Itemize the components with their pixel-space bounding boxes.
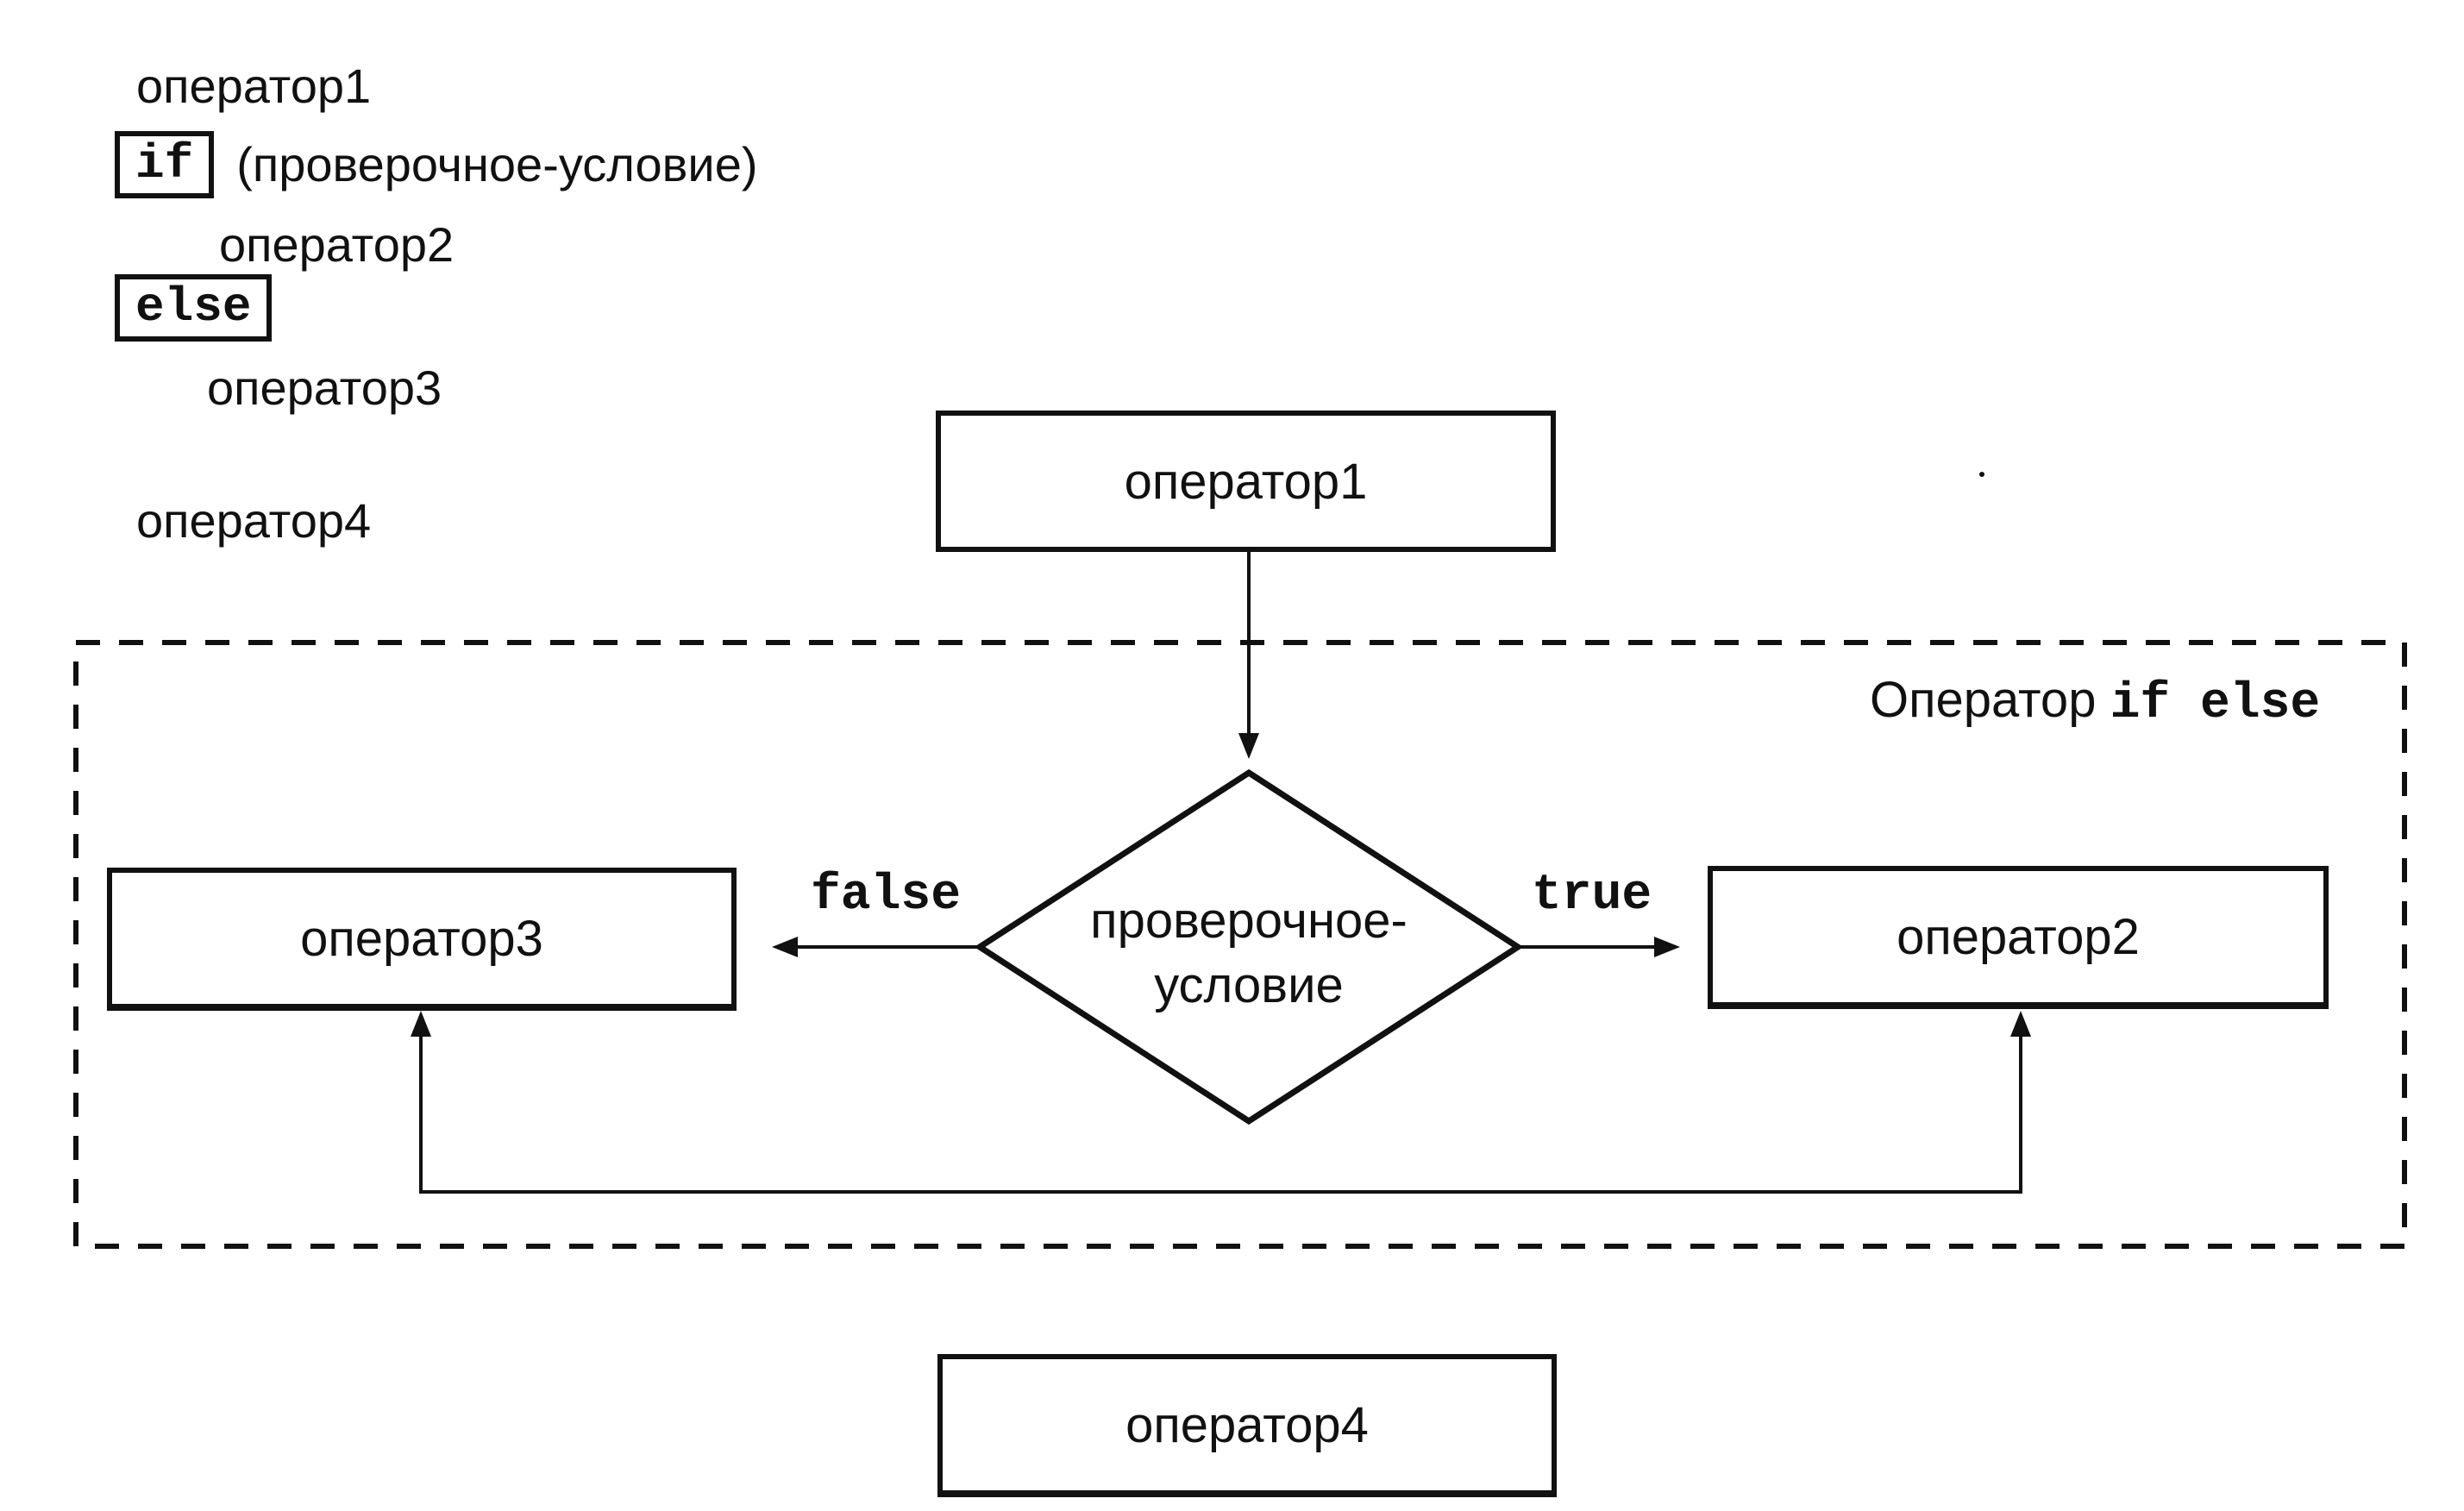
connector-bottom-loop [419,1026,2022,1194]
arrowhead-to-left-box [411,1011,431,1037]
arrowhead-into-decision [1238,733,1259,759]
decision-label: проверочное- условие [1035,888,1463,1019]
code-statement-2: оператор2 [219,217,455,272]
if-else-region-border [73,640,2407,1249]
arrowhead-to-right-box [2010,1011,2031,1037]
else-keyword-box: else [115,274,273,342]
region-title: Оператор if else [1870,671,2320,732]
code-condition: (проверочное-условие) [236,137,758,191]
true-label: true [1532,868,1652,924]
false-label: false [811,868,962,924]
statement-4-box: оператор4 [937,1354,1557,1497]
code-statement-3: оператор3 [207,361,442,415]
arrowhead-true [1654,937,1680,957]
arrowhead-false [772,937,798,957]
statement-4-box-label: оператор4 [1125,1396,1369,1453]
speck-dot [1979,472,1984,477]
code-statement-4: оператор4 [136,493,372,548]
decision-diamond [974,768,1524,1125]
region-title-prefix: Оператор [1870,672,2097,728]
statement-2-box: оператор2 [1708,866,2329,1009]
code-else-line: else [115,274,273,342]
statement-3-box: оператор3 [107,868,737,1011]
code-if-line: if (проверочное-условие) [115,131,758,198]
decision-label-line-2: условие [1154,957,1344,1014]
statement-2-box-label: оператор2 [1897,908,2140,965]
code-statement-1: оператор1 [136,59,372,113]
decision-label-line-1: проверочное- [1090,893,1408,949]
statement-3-box-label: оператор3 [300,910,543,967]
statement-1-box: оператор1 [936,411,1556,552]
statement-1-box-label: оператор1 [1124,453,1368,510]
if-keyword-box: if [115,131,215,198]
region-title-keywords: if else [2110,676,2321,732]
